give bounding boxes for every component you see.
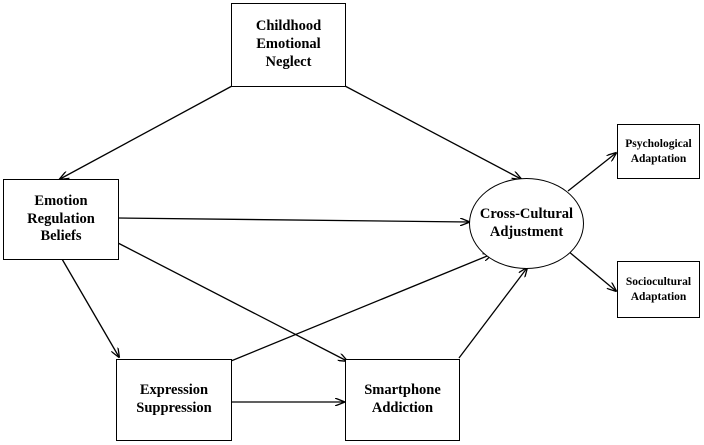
node-label-line: Emotional bbox=[256, 36, 321, 53]
arrow-beliefs-to-addiction bbox=[117, 242, 347, 361]
node-label-line: Addiction bbox=[371, 400, 434, 416]
node-sociocultural-adaptation: Sociocultural Adaptation bbox=[617, 261, 700, 318]
node-smartphone-addiction: Smartphone Addiction bbox=[345, 359, 460, 441]
node-label-line: Childhood bbox=[255, 18, 322, 35]
node-label-line: Suppression bbox=[136, 400, 212, 416]
node-label-line: Psychological bbox=[625, 138, 692, 151]
node-label-line: Adjustment bbox=[489, 223, 564, 240]
arrow-neglect-to-beliefs bbox=[60, 85, 233, 179]
node-label-line: Adaptation bbox=[630, 290, 687, 303]
arrow-neglect-to-adjustment bbox=[344, 85, 521, 179]
node-cross-cultural-adjustment: Cross-Cultural Adjustment bbox=[469, 178, 584, 269]
arrow-beliefs-to-suppression bbox=[61, 258, 119, 357]
node-label-line: Sociocultural bbox=[625, 276, 692, 289]
arrow-suppression-to-adjustment bbox=[230, 254, 492, 362]
node-expression-suppression: Expression Suppression bbox=[116, 359, 232, 441]
node-childhood-emotional-neglect: Childhood Emotional Neglect bbox=[231, 3, 346, 87]
arrow-beliefs-to-adjustment bbox=[117, 217, 469, 222]
node-label-line: Expression bbox=[139, 382, 209, 399]
node-label-line: Cross-Cultural bbox=[479, 205, 574, 222]
node-label-line: Beliefs bbox=[40, 228, 82, 245]
node-emotion-regulation-beliefs: Emotion Regulation Beliefs bbox=[3, 179, 119, 260]
node-label-line: Regulation bbox=[27, 210, 95, 227]
arrow-adjustment-to-sociocultural bbox=[567, 250, 616, 291]
arrow-adjustment-to-psychological bbox=[567, 153, 616, 192]
node-label-line: Emotion bbox=[34, 192, 88, 209]
arrow-addiction-to-adjustment bbox=[458, 268, 527, 359]
node-label-line: Neglect bbox=[265, 53, 312, 70]
node-label-line: Adaptation bbox=[630, 152, 687, 165]
node-psychological-adaptation: Psychological Adaptation bbox=[617, 124, 700, 179]
node-label-line: Smartphone bbox=[364, 382, 441, 399]
